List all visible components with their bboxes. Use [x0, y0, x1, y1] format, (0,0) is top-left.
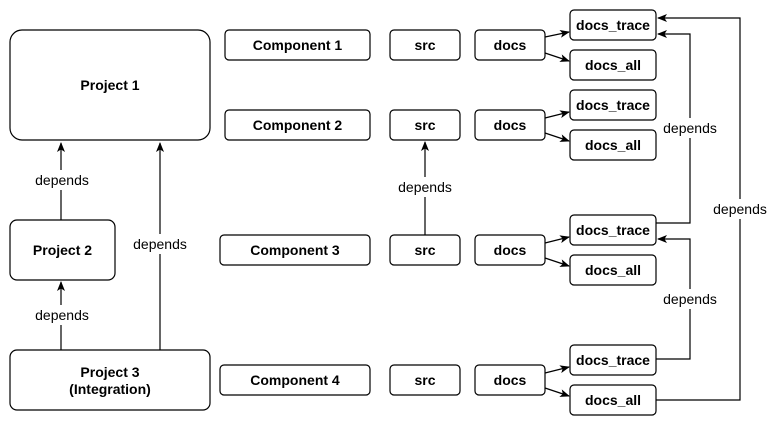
project-2-node: Project 2	[9, 219, 116, 281]
src-3-node: src	[389, 234, 461, 266]
component-1-label: Component 1	[253, 37, 343, 53]
project-3-label-line1: Project 3	[80, 364, 139, 380]
docs-2-node: docs	[474, 109, 546, 141]
docs-trace-3-label: docs_trace	[576, 222, 650, 238]
edge-label-p3-p2: depends	[35, 307, 89, 323]
docs-all-2-node: docs_all	[569, 129, 657, 161]
docs-1-node: docs	[474, 29, 546, 61]
edge-docs3-all	[544, 257, 570, 267]
src-1-label: src	[414, 37, 435, 53]
docs-all-1-label: docs_all	[585, 57, 641, 73]
docs-1-label: docs	[494, 37, 527, 53]
edge-label-all4-trace1: depends	[713, 201, 767, 217]
docs-trace-3-node: docs_trace	[569, 214, 657, 246]
docs-3-label: docs	[494, 242, 527, 258]
docs-all-2-label: docs_all	[585, 137, 641, 153]
docs-trace-1-node: docs_trace	[569, 9, 657, 41]
edge-docs4-trace	[544, 365, 570, 374]
component-4-node: Component 4	[219, 364, 371, 396]
project-1-node: Project 1	[9, 29, 211, 141]
src-4-node: src	[389, 364, 461, 396]
project-3-label-line2: (Integration)	[69, 381, 151, 397]
docs-all-1-node: docs_all	[569, 49, 657, 81]
src-2-label: src	[414, 117, 435, 133]
edge-docs2-all	[544, 132, 570, 142]
edge-docs4-all	[544, 387, 570, 397]
docs-all-4-label: docs_all	[585, 392, 641, 408]
docs-trace-1-label: docs_trace	[576, 17, 650, 33]
edge-label-p3-p1: depends	[133, 236, 187, 252]
project-2-label: Project 2	[33, 242, 92, 258]
edge-label-trace3-trace1: depends	[663, 120, 717, 136]
src-2-node: src	[389, 109, 461, 141]
src-1-node: src	[389, 29, 461, 61]
component-2-node: Component 2	[224, 109, 371, 141]
edge-label-p2-p1: depends	[35, 172, 89, 188]
docs-all-4-node: docs_all	[569, 384, 657, 416]
docs-4-label: docs	[494, 372, 527, 388]
docs-trace-2-label: docs_trace	[576, 97, 650, 113]
project-3-node: Project 3 (Integration)	[9, 349, 211, 411]
src-3-label: src	[414, 242, 435, 258]
edge-docs1-all	[544, 52, 570, 62]
docs-all-3-label: docs_all	[585, 262, 641, 278]
edge-docs3-trace	[544, 235, 570, 244]
docs-trace-2-node: docs_trace	[569, 89, 657, 121]
component-3-label: Component 3	[250, 242, 340, 258]
edge-label-src3-src2: depends	[398, 179, 452, 195]
edge-labels: depends depends depends depends depends …	[30, 118, 772, 325]
docs-3-node: docs	[474, 234, 546, 266]
docs-all-3-node: docs_all	[569, 254, 657, 286]
docs-trace-4-node: docs_trace	[569, 344, 657, 376]
component-3-node: Component 3	[219, 234, 371, 266]
docs-4-node: docs	[474, 364, 546, 396]
docs-2-label: docs	[494, 117, 527, 133]
edge-label-trace4-trace3: depends	[663, 291, 717, 307]
docs-trace-4-label: docs_trace	[576, 352, 650, 368]
project-1-label: Project 1	[80, 77, 139, 93]
component-4-label: Component 4	[250, 372, 340, 388]
component-2-label: Component 2	[253, 117, 343, 133]
component-1-node: Component 1	[224, 29, 371, 61]
src-4-label: src	[414, 372, 435, 388]
edge-docs2-trace	[544, 110, 570, 119]
edge-docs1-trace	[544, 29, 570, 38]
